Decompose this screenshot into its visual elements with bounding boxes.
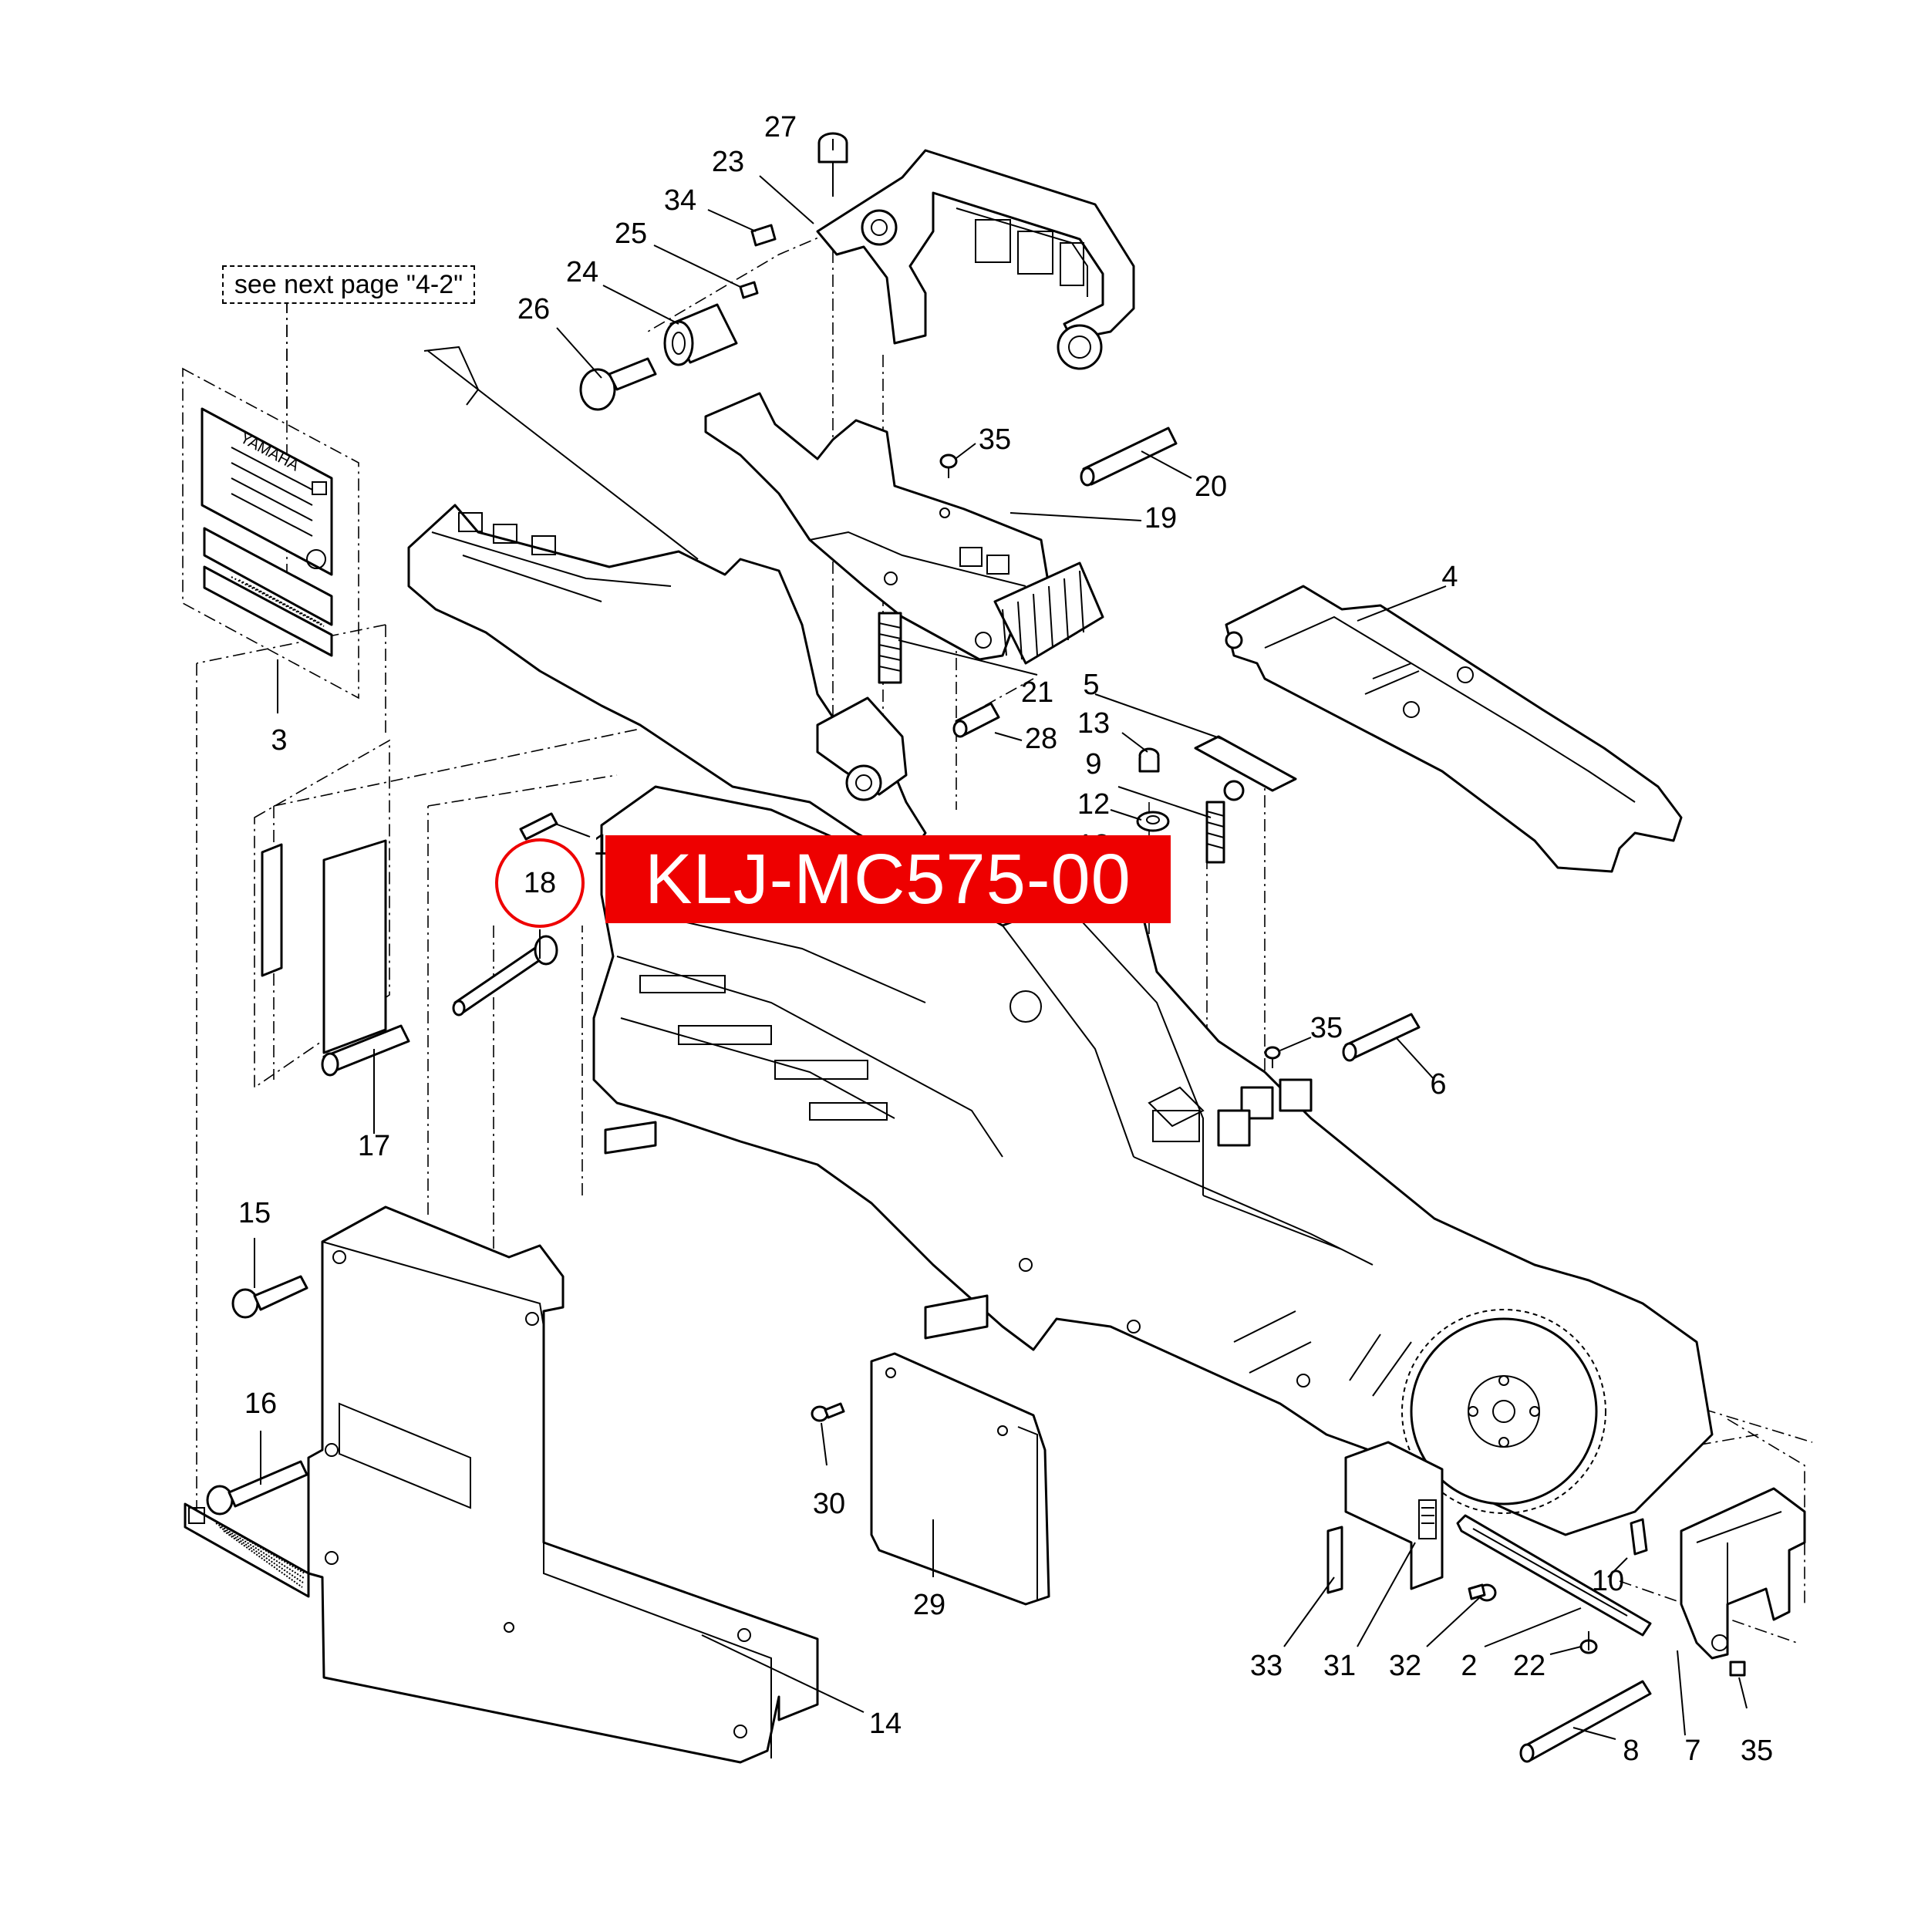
callout-label: 32 — [1389, 1650, 1421, 1682]
part-roller-19 — [993, 561, 1104, 665]
callout-label: 14 — [869, 1708, 902, 1740]
part-side-plate-14 — [307, 1205, 819, 1764]
callout-label: 7 — [1684, 1735, 1700, 1767]
callout-label: 13 — [1077, 707, 1110, 740]
callout-label: 16 — [244, 1387, 277, 1420]
part-handle — [816, 149, 1135, 370]
part-spring-9 — [1205, 801, 1225, 864]
part-screw-35-bottom — [1729, 1661, 1746, 1677]
callout-label: 21 — [1021, 676, 1053, 709]
part-screw-13 — [1138, 747, 1160, 773]
callout-label: 5 — [1083, 669, 1099, 701]
part-screw-22 — [1579, 1631, 1598, 1654]
callout-label: 23 — [712, 146, 744, 178]
callout-label: 22 — [1513, 1650, 1545, 1682]
part-pin-28 — [952, 702, 1000, 738]
callout-label: 26 — [517, 293, 550, 325]
callout-label: 28 — [1025, 723, 1057, 755]
part-screw-35-mid — [1264, 1046, 1281, 1068]
callout-label: 30 — [813, 1488, 845, 1520]
callout-label: 24 — [566, 256, 598, 288]
part-pin-1 — [519, 812, 558, 841]
see-next-page-note: see next page "4-2" — [222, 265, 475, 304]
part-plate-33 — [1326, 1526, 1343, 1594]
callout-label: 6 — [1430, 1068, 1446, 1101]
part-screw-30 — [811, 1402, 845, 1422]
callout-label: 9 — [1085, 748, 1101, 781]
part-latch-block — [816, 696, 908, 801]
callout-label: 29 — [913, 1589, 945, 1621]
part-washer-12 — [1136, 811, 1170, 832]
part-barcode-label — [184, 1502, 310, 1598]
part-code-banner: KLJ-MC575-00 — [605, 835, 1171, 923]
part-screw-35-top — [939, 453, 958, 478]
callout-label: 19 — [1144, 502, 1177, 534]
callout-label: 27 — [764, 111, 797, 143]
callout-label: 35 — [1310, 1012, 1343, 1044]
part-shaft-18 — [452, 935, 558, 1017]
highlighted-callout: 18 — [524, 867, 556, 899]
leader-lines — [254, 139, 1748, 1740]
part-screw-15 — [231, 1275, 308, 1319]
callout-label: 25 — [615, 217, 647, 250]
callout-label: 35 — [979, 423, 1011, 456]
part-upper-frame — [407, 346, 927, 861]
part-pin-34 — [750, 224, 777, 247]
callout-label: 34 — [664, 184, 696, 217]
part-nameplate-3: YAMAHA — [182, 367, 359, 700]
callout-label: 33 — [1250, 1650, 1283, 1682]
callout-label: 17 — [358, 1130, 390, 1162]
part-main-body — [592, 785, 1714, 1536]
callout-label: 10 — [1592, 1565, 1624, 1597]
callout-label: 4 — [1441, 561, 1458, 593]
part-pin-20 — [1080, 427, 1178, 487]
callout-label: 15 — [238, 1197, 271, 1229]
part-bracket-17 — [254, 739, 410, 1089]
callout-label: 20 — [1195, 470, 1227, 503]
part-pin-8 — [1519, 1680, 1652, 1763]
part-top-cover-4 — [1225, 585, 1683, 873]
part-board-29 — [870, 1352, 1050, 1606]
callout-label: 31 — [1323, 1650, 1356, 1682]
callout-label: 8 — [1623, 1735, 1639, 1767]
part-pin-22-side — [1630, 1518, 1648, 1556]
part-screw-26 — [579, 357, 657, 411]
callout-label: 2 — [1461, 1650, 1477, 1682]
part-sprocket-wheel — [1401, 1309, 1606, 1514]
part-screw-32 — [1468, 1583, 1497, 1602]
part-plate-5 — [1194, 735, 1297, 801]
callout-label: 12 — [1077, 788, 1110, 821]
callout-labels: 27 23 34 25 24 26 35 20 19 4 21 5 13 28 … — [238, 111, 1773, 1767]
highlight-circle — [495, 838, 585, 928]
part-pin-6 — [1342, 1013, 1421, 1062]
part-tape-guide-10 — [1456, 1514, 1652, 1637]
part-bracket-7 — [1680, 1487, 1806, 1660]
part-bushing-24 — [663, 303, 738, 366]
part-spring-21 — [878, 612, 902, 684]
callout-label: 3 — [271, 724, 287, 757]
part-pin-25 — [739, 281, 759, 299]
part-screw-16 — [206, 1460, 308, 1516]
part-connector-31 — [1344, 1441, 1444, 1590]
callout-label: 35 — [1741, 1735, 1773, 1767]
